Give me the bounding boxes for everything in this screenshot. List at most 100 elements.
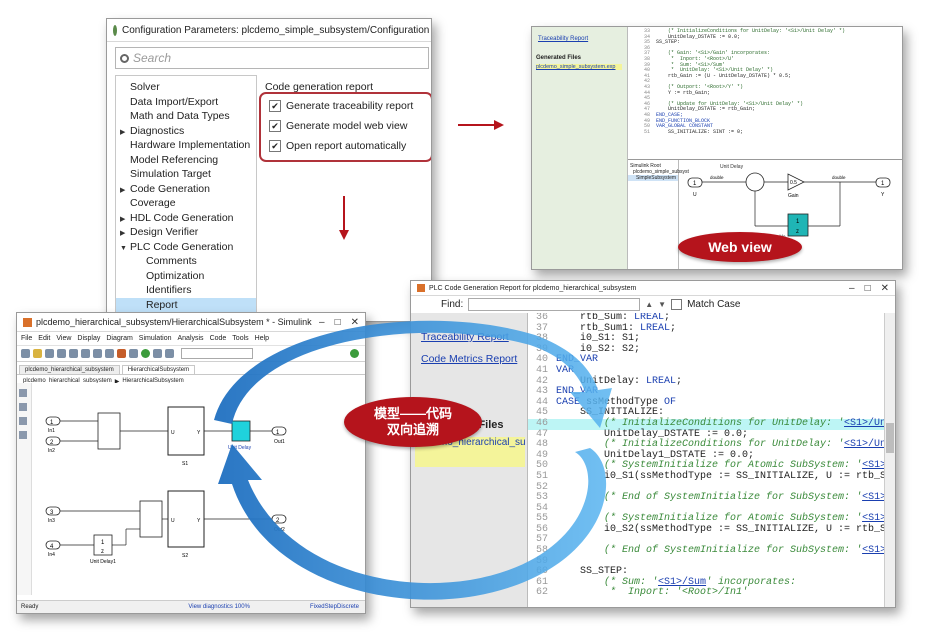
open-folder-icon[interactable] bbox=[33, 349, 42, 358]
close-icon[interactable]: ✕ bbox=[350, 316, 359, 328]
tree-item[interactable]: Data Import/Export bbox=[116, 95, 256, 109]
find-next-icon[interactable]: ▼ bbox=[658, 300, 667, 309]
maximize-icon[interactable]: □ bbox=[864, 282, 871, 294]
menu-item[interactable]: Edit bbox=[38, 335, 51, 342]
tree-item[interactable]: Optimization bbox=[116, 269, 256, 283]
run-icon[interactable] bbox=[141, 349, 150, 358]
plc-code-metrics-link[interactable]: Code Metrics Report bbox=[421, 353, 518, 365]
model-tab[interactable]: HierarchicalSubsystem bbox=[121, 365, 196, 374]
status-solver[interactable]: FixedStepDiscrete bbox=[309, 604, 359, 610]
breadcrumb-item[interactable]: plcdemo_hierarchical_subsystem bbox=[23, 378, 112, 384]
plc-scrollbar[interactable] bbox=[884, 313, 895, 607]
collapsed-arrow-icon[interactable]: ▶ bbox=[120, 215, 126, 223]
menu-item[interactable]: Diagram bbox=[106, 335, 133, 342]
maximize-icon[interactable]: □ bbox=[334, 316, 341, 328]
tree-item[interactable]: ▶Code Generation bbox=[116, 182, 256, 196]
line-number: 49 bbox=[643, 117, 650, 124]
web-file-link[interactable]: plcdemo_simple_subsystem.exp bbox=[536, 64, 622, 70]
collapsed-arrow-icon[interactable]: ▶ bbox=[120, 230, 126, 237]
collapsed-arrow-icon[interactable]: ▶ bbox=[120, 128, 126, 136]
image-icon[interactable] bbox=[19, 431, 27, 439]
tree-item[interactable]: Comments bbox=[116, 254, 256, 268]
code-link[interactable]: <S1>/S1 bbox=[862, 492, 885, 504]
tree-item[interactable]: ▶Design Verifier bbox=[116, 225, 256, 239]
tree-item[interactable]: Report bbox=[116, 297, 256, 312]
close-icon[interactable]: ✕ bbox=[880, 282, 889, 294]
line-number: 41 bbox=[643, 72, 650, 79]
new-model-icon[interactable] bbox=[21, 349, 30, 358]
menu-item[interactable]: Simulation bbox=[138, 335, 172, 342]
checkbox[interactable]: ✔ bbox=[269, 120, 281, 132]
up-icon[interactable] bbox=[81, 349, 90, 358]
unit-delay-block[interactable] bbox=[231, 420, 251, 442]
check-icon[interactable] bbox=[350, 349, 359, 358]
zoom-icon[interactable] bbox=[19, 389, 27, 397]
checkbox[interactable]: ✔ bbox=[269, 100, 281, 112]
match-case-checkbox[interactable] bbox=[671, 299, 683, 310]
tree-item[interactable]: ▼PLC Code Generation bbox=[116, 240, 256, 254]
save-icon[interactable] bbox=[45, 349, 54, 358]
find-input[interactable] bbox=[468, 298, 641, 311]
web-tree-item[interactable]: plcdemo_simple_subsyst bbox=[633, 169, 689, 175]
status-diagnostics[interactable]: View diagnostics 100% bbox=[188, 604, 250, 610]
code-link[interactable]: <S1>/Sum bbox=[658, 576, 707, 588]
tree-item[interactable]: Hardware Implementation bbox=[116, 138, 256, 152]
checkbox[interactable]: ✔ bbox=[269, 140, 281, 152]
report-option[interactable]: ✔Generate model web view bbox=[269, 120, 407, 132]
stop-time-input[interactable] bbox=[181, 348, 253, 359]
sum1-block[interactable] bbox=[97, 412, 121, 450]
fit-view-icon[interactable] bbox=[19, 403, 27, 411]
forward-icon[interactable] bbox=[69, 349, 78, 358]
code-link[interactable]: <S1>/S2 bbox=[862, 513, 885, 525]
find-prev-icon[interactable]: ▲ bbox=[645, 300, 654, 309]
model-tab[interactable]: plcdemo_hierarchical_subsystem bbox=[19, 365, 120, 374]
tree-item[interactable]: Solver bbox=[116, 80, 256, 94]
tree-item[interactable]: Coverage bbox=[116, 196, 256, 210]
tree-item[interactable]: ▶HDL Code Generation bbox=[116, 211, 256, 225]
step-back-icon[interactable] bbox=[129, 349, 138, 358]
menu-item[interactable]: Display bbox=[77, 335, 101, 342]
plc-scroll-thumb[interactable] bbox=[886, 423, 894, 453]
report-option[interactable]: ✔Open report automatically bbox=[269, 140, 406, 152]
menu-item[interactable]: Code bbox=[209, 335, 227, 342]
web-inport-block[interactable] bbox=[687, 177, 703, 188]
web-tree-item[interactable]: SimpleSubsystem bbox=[628, 175, 678, 181]
tree-item[interactable]: Identifiers bbox=[116, 283, 256, 297]
code-link[interactable]: <S1>/S1 bbox=[862, 460, 885, 472]
code-link[interactable]: <S1>/Unit Delay bbox=[844, 439, 885, 451]
back-icon[interactable] bbox=[57, 349, 66, 358]
web-gain-block[interactable] bbox=[787, 173, 805, 191]
minimize-icon[interactable]: – bbox=[319, 316, 325, 328]
plc-traceability-link[interactable]: Traceability Report bbox=[421, 331, 509, 343]
web-tree-item[interactable]: Simulink Root bbox=[630, 163, 661, 169]
code-link[interactable]: <S1>/Unit Delay bbox=[844, 417, 885, 429]
sum2-block[interactable] bbox=[139, 500, 163, 538]
library-icon[interactable] bbox=[93, 349, 102, 358]
minimize-icon[interactable]: – bbox=[849, 282, 855, 294]
step-forward-icon[interactable] bbox=[153, 349, 162, 358]
web-outport-block[interactable] bbox=[875, 177, 891, 188]
stop-icon[interactable] bbox=[165, 349, 174, 358]
record-icon[interactable] bbox=[117, 349, 126, 358]
menu-item[interactable]: View bbox=[56, 335, 72, 342]
report-option[interactable]: ✔ Generate traceability report bbox=[269, 100, 413, 112]
config-search-input[interactable]: Search bbox=[115, 47, 429, 69]
annotation-icon[interactable] bbox=[19, 417, 27, 425]
code-link[interactable]: <S1>/S2 bbox=[862, 545, 885, 557]
tree-item[interactable]: Simulation Target bbox=[116, 167, 256, 181]
web-traceability-link[interactable]: Traceability Report bbox=[538, 36, 589, 42]
tree-item[interactable]: Math and Data Types bbox=[116, 109, 256, 123]
expanded-arrow-icon[interactable]: ▼ bbox=[120, 244, 127, 252]
menu-item[interactable]: Tools bbox=[232, 335, 249, 342]
settings-icon[interactable] bbox=[105, 349, 114, 358]
web-sum-block[interactable] bbox=[745, 172, 765, 192]
menu-item[interactable]: Help bbox=[254, 335, 270, 342]
web-unit-delay-block[interactable] bbox=[787, 213, 809, 237]
tree-item[interactable]: Model Referencing bbox=[116, 153, 256, 167]
tree-item[interactable]: ▶Diagnostics bbox=[116, 124, 256, 138]
menu-item[interactable]: File bbox=[21, 335, 33, 342]
breadcrumb-item[interactable]: HierarchicalSubsystem bbox=[122, 378, 184, 384]
menu-item[interactable]: Analysis bbox=[177, 335, 204, 342]
collapsed-arrow-icon[interactable]: ▶ bbox=[120, 186, 126, 194]
report-option-label: Generate traceability report bbox=[286, 100, 414, 112]
